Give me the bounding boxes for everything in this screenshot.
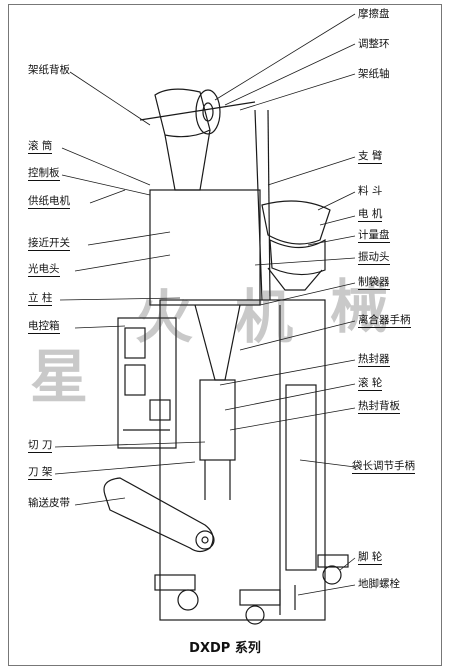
label-cutter: 切 刀 (28, 439, 53, 453)
label-control-panel: 控制板 (28, 167, 60, 181)
label-vibrator-head: 振动头 (358, 251, 390, 265)
film-roll (139, 88, 256, 191)
machine-frame (149, 109, 326, 621)
label-photo-sensor: 光电头 (28, 263, 60, 277)
label-feed-motor: 供纸电机 (28, 195, 70, 209)
diagram-frame (8, 4, 442, 666)
label-friction-disc: 摩擦盘 (358, 8, 390, 20)
diagram-caption: DXDP 系列 (189, 641, 261, 656)
label-proximity-switch: 接近开关 (28, 237, 70, 251)
label-caster: 脚 轮 (358, 551, 383, 565)
casters (154, 554, 349, 625)
hopper (261, 200, 331, 291)
label-heat-sealer: 热封器 (358, 353, 390, 367)
label-conveyor-belt: 输送皮带 (28, 497, 70, 509)
label-knife-holder: 刀 架 (28, 466, 53, 480)
leader-lines (54, 13, 356, 596)
label-bag-length-handle: 袋长调节手柄 (352, 460, 415, 474)
forming-tube (194, 304, 241, 500)
label-electric-box: 电控箱 (28, 320, 60, 334)
label-seal-back-plate: 热封背板 (358, 400, 400, 414)
conveyor-belt (103, 477, 215, 553)
label-hopper: 料 斗 (358, 185, 383, 197)
label-support-arm: 支 臂 (358, 150, 383, 164)
label-column: 立 柱 (28, 292, 53, 306)
label-anchor-bolt: 地脚螺栓 (358, 578, 400, 590)
label-roller: 滚 筒 (28, 140, 53, 154)
control-box (117, 317, 177, 449)
label-roller-wheel: 滚 轮 (358, 377, 383, 391)
label-film-back-plate: 架纸背板 (28, 64, 70, 76)
label-bag-former: 制袋器 (358, 276, 390, 290)
label-metering-disc: 计量盘 (358, 229, 390, 243)
label-motor: 电 机 (358, 208, 383, 222)
label-adjust-ring: 调整环 (358, 38, 390, 50)
label-film-shaft: 架纸轴 (358, 68, 390, 80)
label-clutch-handle: 离合器手柄 (358, 314, 411, 328)
